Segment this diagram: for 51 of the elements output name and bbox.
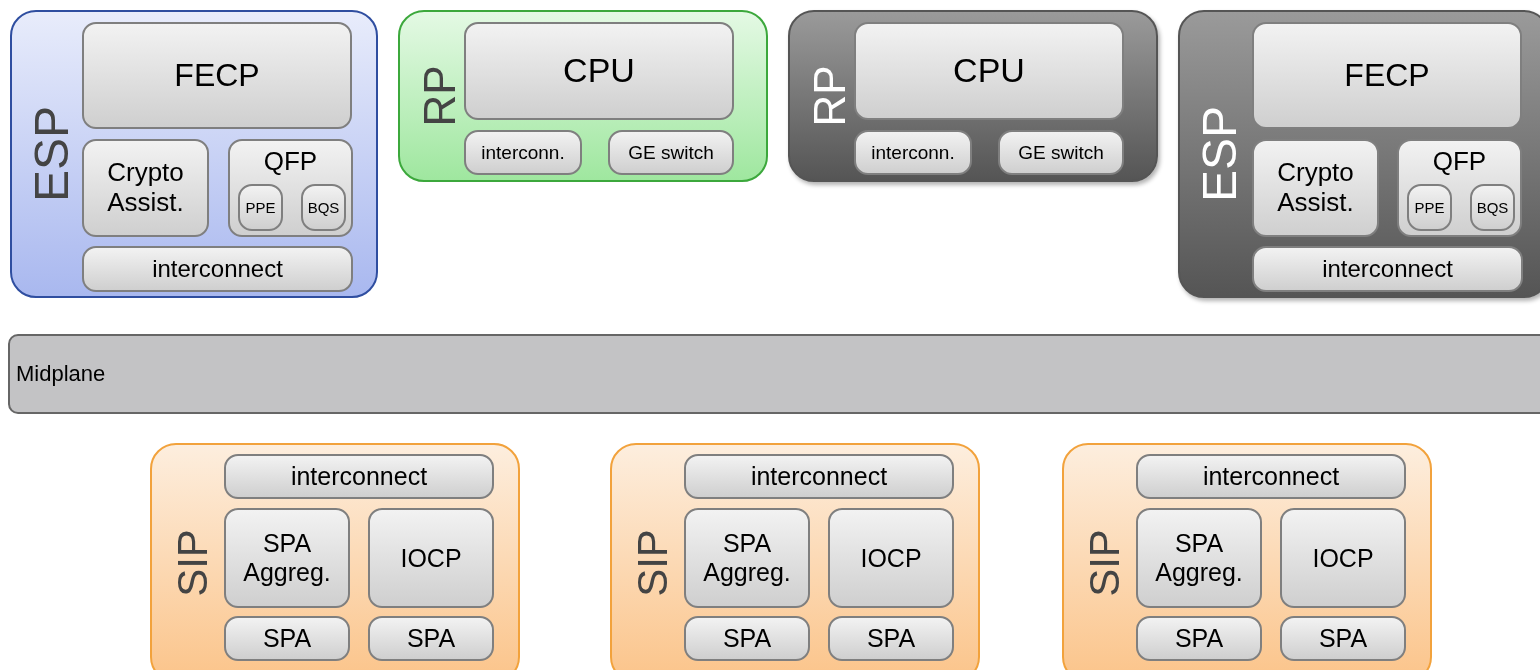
component-box: GE switch (998, 130, 1124, 175)
component-box: interconn. (854, 130, 972, 175)
box-title: QFP (262, 147, 319, 177)
component-box: SPA (224, 616, 350, 661)
module-panel (788, 10, 1158, 182)
component-box: Crypto Assist. (1252, 139, 1379, 237)
vertical-label: RP (808, 65, 852, 127)
component-box: FECP (82, 22, 352, 129)
midplane-bar (8, 334, 1540, 414)
component-box: IOCP (368, 508, 494, 608)
component-box (1397, 139, 1522, 237)
component-box: SPA Aggreg. (224, 508, 350, 608)
vertical-label: RP (418, 65, 462, 127)
bar-label: Midplane (16, 361, 106, 387)
component-box: SPA (1280, 616, 1406, 661)
component-box: SPA (828, 616, 954, 661)
module-panel (150, 443, 520, 670)
vertical-label: ESP (28, 106, 76, 202)
component-box: interconnect (684, 454, 954, 499)
component-box: CPU (854, 22, 1124, 120)
component-box: SPA Aggreg. (684, 508, 810, 608)
component-box (228, 139, 353, 237)
component-box: interconnect (82, 246, 353, 292)
component-box: BQS (301, 184, 346, 231)
component-box: FECP (1252, 22, 1522, 129)
component-box: PPE (1407, 184, 1452, 231)
component-box: SPA (1136, 616, 1262, 661)
module-panel (10, 10, 378, 298)
component-box: interconn. (464, 130, 582, 175)
component-box: Crypto Assist. (82, 139, 209, 237)
component-box: interconnect (224, 454, 494, 499)
vertical-label: ESP (1196, 106, 1244, 202)
module-panel (610, 443, 980, 670)
component-box: IOCP (1280, 508, 1406, 608)
component-box: SPA Aggreg. (1136, 508, 1262, 608)
module-panel (1062, 443, 1432, 670)
module-panel (1178, 10, 1540, 298)
component-box: interconnect (1252, 246, 1523, 292)
component-box: PPE (238, 184, 283, 231)
module-panel (398, 10, 768, 182)
component-box: IOCP (828, 508, 954, 608)
vertical-label: SIP (1084, 529, 1126, 597)
component-box: SPA (368, 616, 494, 661)
component-box: GE switch (608, 130, 734, 175)
vertical-label: SIP (632, 529, 674, 597)
component-box: CPU (464, 22, 734, 120)
component-box: SPA (684, 616, 810, 661)
component-box: BQS (1470, 184, 1515, 231)
vertical-label: SIP (172, 529, 214, 597)
component-box: interconnect (1136, 454, 1406, 499)
box-title: QFP (1431, 147, 1488, 177)
